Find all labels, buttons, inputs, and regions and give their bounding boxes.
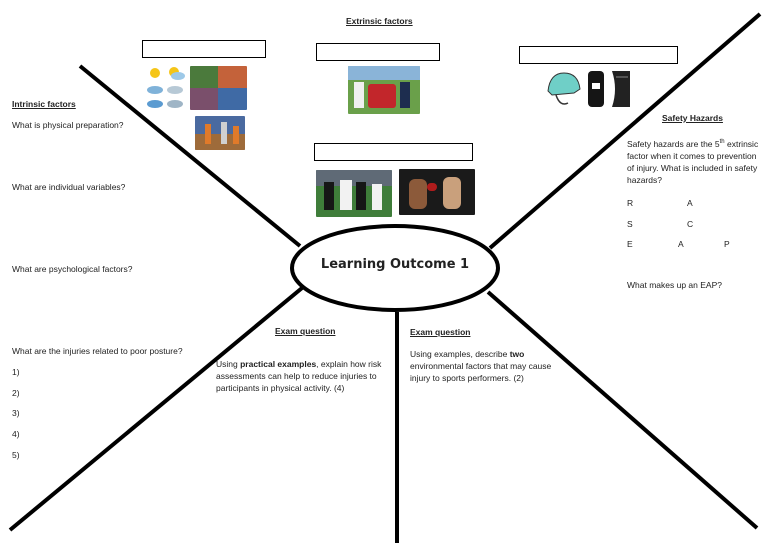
exam-left-pre: Using: [216, 359, 241, 369]
letter-p: P: [724, 239, 730, 249]
letter-r: R: [627, 198, 634, 208]
safety-rest: extrinsic factor when it comes to preven…: [627, 138, 759, 185]
answer-box-equipment[interactable]: [519, 46, 678, 64]
exam-right-heading: Exam question: [410, 327, 471, 337]
hub-title: Learning Outcome 1: [320, 257, 470, 272]
safety-description: Safety hazards are the 5th extrinsic fac…: [627, 136, 761, 186]
intrinsic-heading: Intrinsic factors: [12, 99, 76, 109]
exam-left-question: Using practical examples, explain how ri…: [216, 358, 392, 394]
line-top-left: [78, 64, 302, 248]
psychological-factors-question: What are psychological factors?: [12, 264, 133, 274]
line-top-right: [488, 12, 762, 250]
posture-item-5: 5): [12, 450, 20, 460]
posture-item-2: 2): [12, 388, 20, 398]
safety-sup: th: [719, 139, 725, 145]
equipment-icons: [546, 67, 636, 111]
letter-s: S: [627, 219, 633, 229]
answer-box-weather[interactable]: [142, 40, 266, 58]
extrinsic-heading: Extrinsic factors: [346, 16, 413, 26]
posture-item-3: 3): [12, 408, 20, 418]
weather-icon: [147, 67, 185, 108]
safety-line1: Safety hazards are the 5: [627, 138, 720, 149]
warm-up-photo: [195, 116, 245, 150]
answer-box-coaching[interactable]: [316, 43, 440, 61]
coaching-photo: [348, 66, 420, 114]
posture-item-1: 1): [12, 367, 20, 377]
physical-preparation-question: What is physical preparation?: [12, 120, 124, 130]
weather-icons: [145, 64, 187, 110]
line-bottom-left: [8, 286, 304, 532]
line-bottom-right: [486, 290, 759, 530]
posture-question: What are the injuries related to poor po…: [12, 346, 183, 356]
posture-item-4: 4): [12, 429, 20, 439]
safety-heading: Safety Hazards: [662, 113, 723, 123]
exam-left-post: , explain how risk assessments can help …: [216, 359, 382, 393]
exam-right-pre: Using examples, describe: [410, 349, 510, 359]
rugby-photo: [316, 170, 392, 217]
letter-e: E: [627, 239, 633, 249]
exam-right-question: Using examples, describe two environment…: [410, 348, 568, 384]
hub-ellipse: [290, 224, 500, 312]
playing-surfaces-photo: [190, 66, 247, 110]
letter-c: C: [687, 219, 694, 229]
boxing-photo: [399, 169, 475, 215]
helmet-icon: [547, 71, 630, 107]
exam-left-bold: practical examples: [240, 359, 317, 369]
answer-box-types-of-activity[interactable]: [314, 143, 473, 161]
exam-left-heading: Exam question: [275, 326, 336, 336]
letter-a-2: A: [678, 239, 684, 249]
eap-question: What makes up an EAP?: [627, 280, 722, 290]
letter-a-1: A: [687, 198, 693, 208]
exam-right-post: environmental factors that may cause inj…: [410, 361, 552, 383]
individual-variables-question: What are individual variables?: [12, 182, 126, 192]
exam-right-bold: two: [509, 349, 525, 359]
